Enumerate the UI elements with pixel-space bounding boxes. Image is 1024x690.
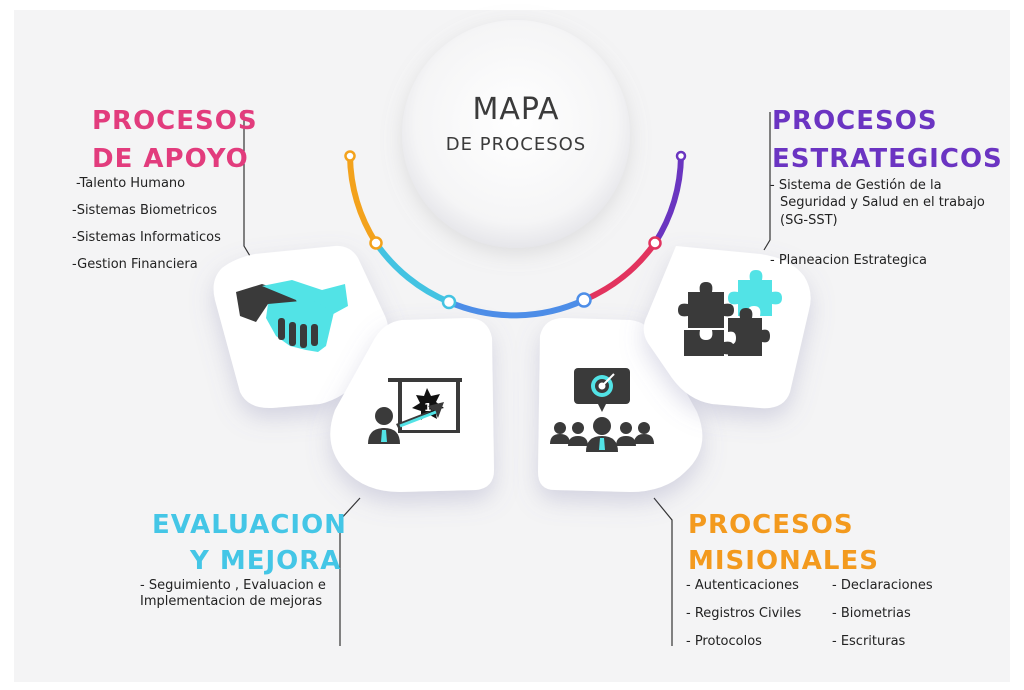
evaluacion-item: Implementacion de mejoras: [140, 594, 323, 609]
estrategicos-heading-line1: PROCESOS: [772, 106, 938, 136]
arc-segment-cyan: [373, 240, 452, 305]
arc-node: [441, 294, 457, 310]
arc-segment-purple: [652, 153, 684, 246]
apoyo-item: -Gestion Financiera: [72, 257, 198, 272]
misionales-item: - Escrituras: [832, 634, 906, 649]
misionales-heading-line1: PROCESOS: [688, 510, 854, 540]
team-target-icon: [550, 368, 654, 452]
page-subtitle: DE PROCESOS: [445, 134, 587, 155]
arc-node: [576, 292, 592, 308]
misionales-heading-line2: MISIONALES: [688, 546, 879, 576]
apoyo-item: -Sistemas Informaticos: [72, 230, 221, 245]
misionales-item: - Autenticaciones: [686, 578, 799, 593]
misionales-item: - Declaraciones: [832, 578, 933, 593]
estrategicos-item: Seguridad y Salud en el trabajo: [780, 195, 985, 210]
estrategicos-item: - Planeacion Estrategica: [770, 253, 927, 268]
badge-number: 1: [424, 401, 432, 414]
arc-node: [369, 236, 383, 250]
evaluacion-item: - Seguimiento , Evaluacion e: [140, 578, 326, 593]
process-arc: [347, 153, 684, 319]
page-title: MAPA: [472, 92, 560, 127]
presentation-icon: 1: [368, 378, 462, 444]
misionales-item: - Protocolos: [686, 634, 762, 649]
arc-segment-pink: [581, 240, 658, 303]
arc-segment-blue: [446, 297, 587, 319]
estrategicos-heading-line2: ESTRATEGICOS: [772, 144, 1003, 174]
leader-lines: [243, 110, 771, 646]
leader-line-evaluacion: [339, 497, 361, 646]
apoyo-item: -Sistemas Biometricos: [72, 203, 218, 218]
estrategicos-item: - Sistema de Gestión de la: [770, 178, 942, 193]
apoyo-item: -Talento Humano: [76, 176, 186, 191]
arc-node: [648, 236, 662, 250]
evaluacion-heading-line2: Y MEJORA: [190, 546, 342, 576]
misionales-item: - Biometrias: [832, 606, 911, 621]
apoyo-heading-line2: DE APOYO: [92, 144, 249, 174]
misionales-item: - Registros Civiles: [686, 606, 802, 621]
leader-line-apoyo: [243, 110, 251, 257]
arc-node: [344, 150, 356, 162]
evaluacion-heading-line1: EVALUACION: [152, 510, 347, 540]
leader-line-misionales: [653, 497, 673, 646]
arc-segment-orange: [347, 153, 379, 246]
handshake-icon: [236, 280, 348, 352]
leader-line-estrategicos: [763, 112, 771, 251]
center-circle: [402, 20, 630, 248]
card-evaluacion: [330, 318, 494, 492]
arc-nodes: [344, 150, 687, 310]
apoyo-heading-line1: PROCESOS: [92, 106, 258, 136]
arc-node: [675, 150, 687, 162]
estrategicos-item: (SG-SST): [780, 213, 838, 228]
puzzle-icon: [678, 270, 782, 356]
